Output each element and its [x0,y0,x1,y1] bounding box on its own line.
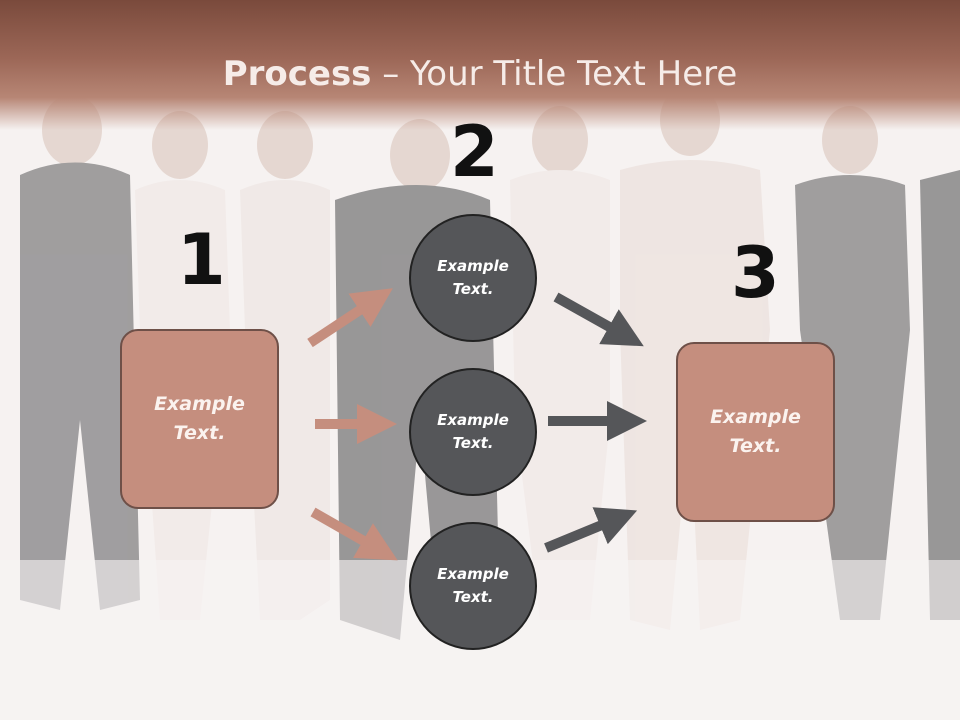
step-number-3: 3 [731,232,780,314]
step-number-1: 1 [177,219,226,301]
circle-middle-text: Example Text. [437,411,509,452]
arrow-down-right [553,292,644,347]
step-3-box: Example Text. [676,342,835,522]
circle-top-text: Example Text. [437,257,509,298]
step-number-2: 2 [450,111,499,193]
title-bold: Process [222,54,372,94]
step-2-circle-bottom: Example Text. [409,522,537,650]
step-3-text: Example Text. [710,406,801,457]
circle-bottom-text: Example Text. [437,565,509,606]
title-rest: – Your Title Text Here [371,54,738,94]
step-1-box: Example Text. [120,329,279,509]
title-bar [0,0,960,130]
slide-title: Process – Your Title Text Here [0,52,960,96]
step-2-circle-middle: Example Text. [409,368,537,496]
arrow-up-right [544,507,638,553]
step-1-text: Example Text. [154,393,245,444]
step-2-circle-top: Example Text. [409,214,537,342]
arrow-down-left [310,507,398,561]
arrow-up-left [307,288,393,348]
